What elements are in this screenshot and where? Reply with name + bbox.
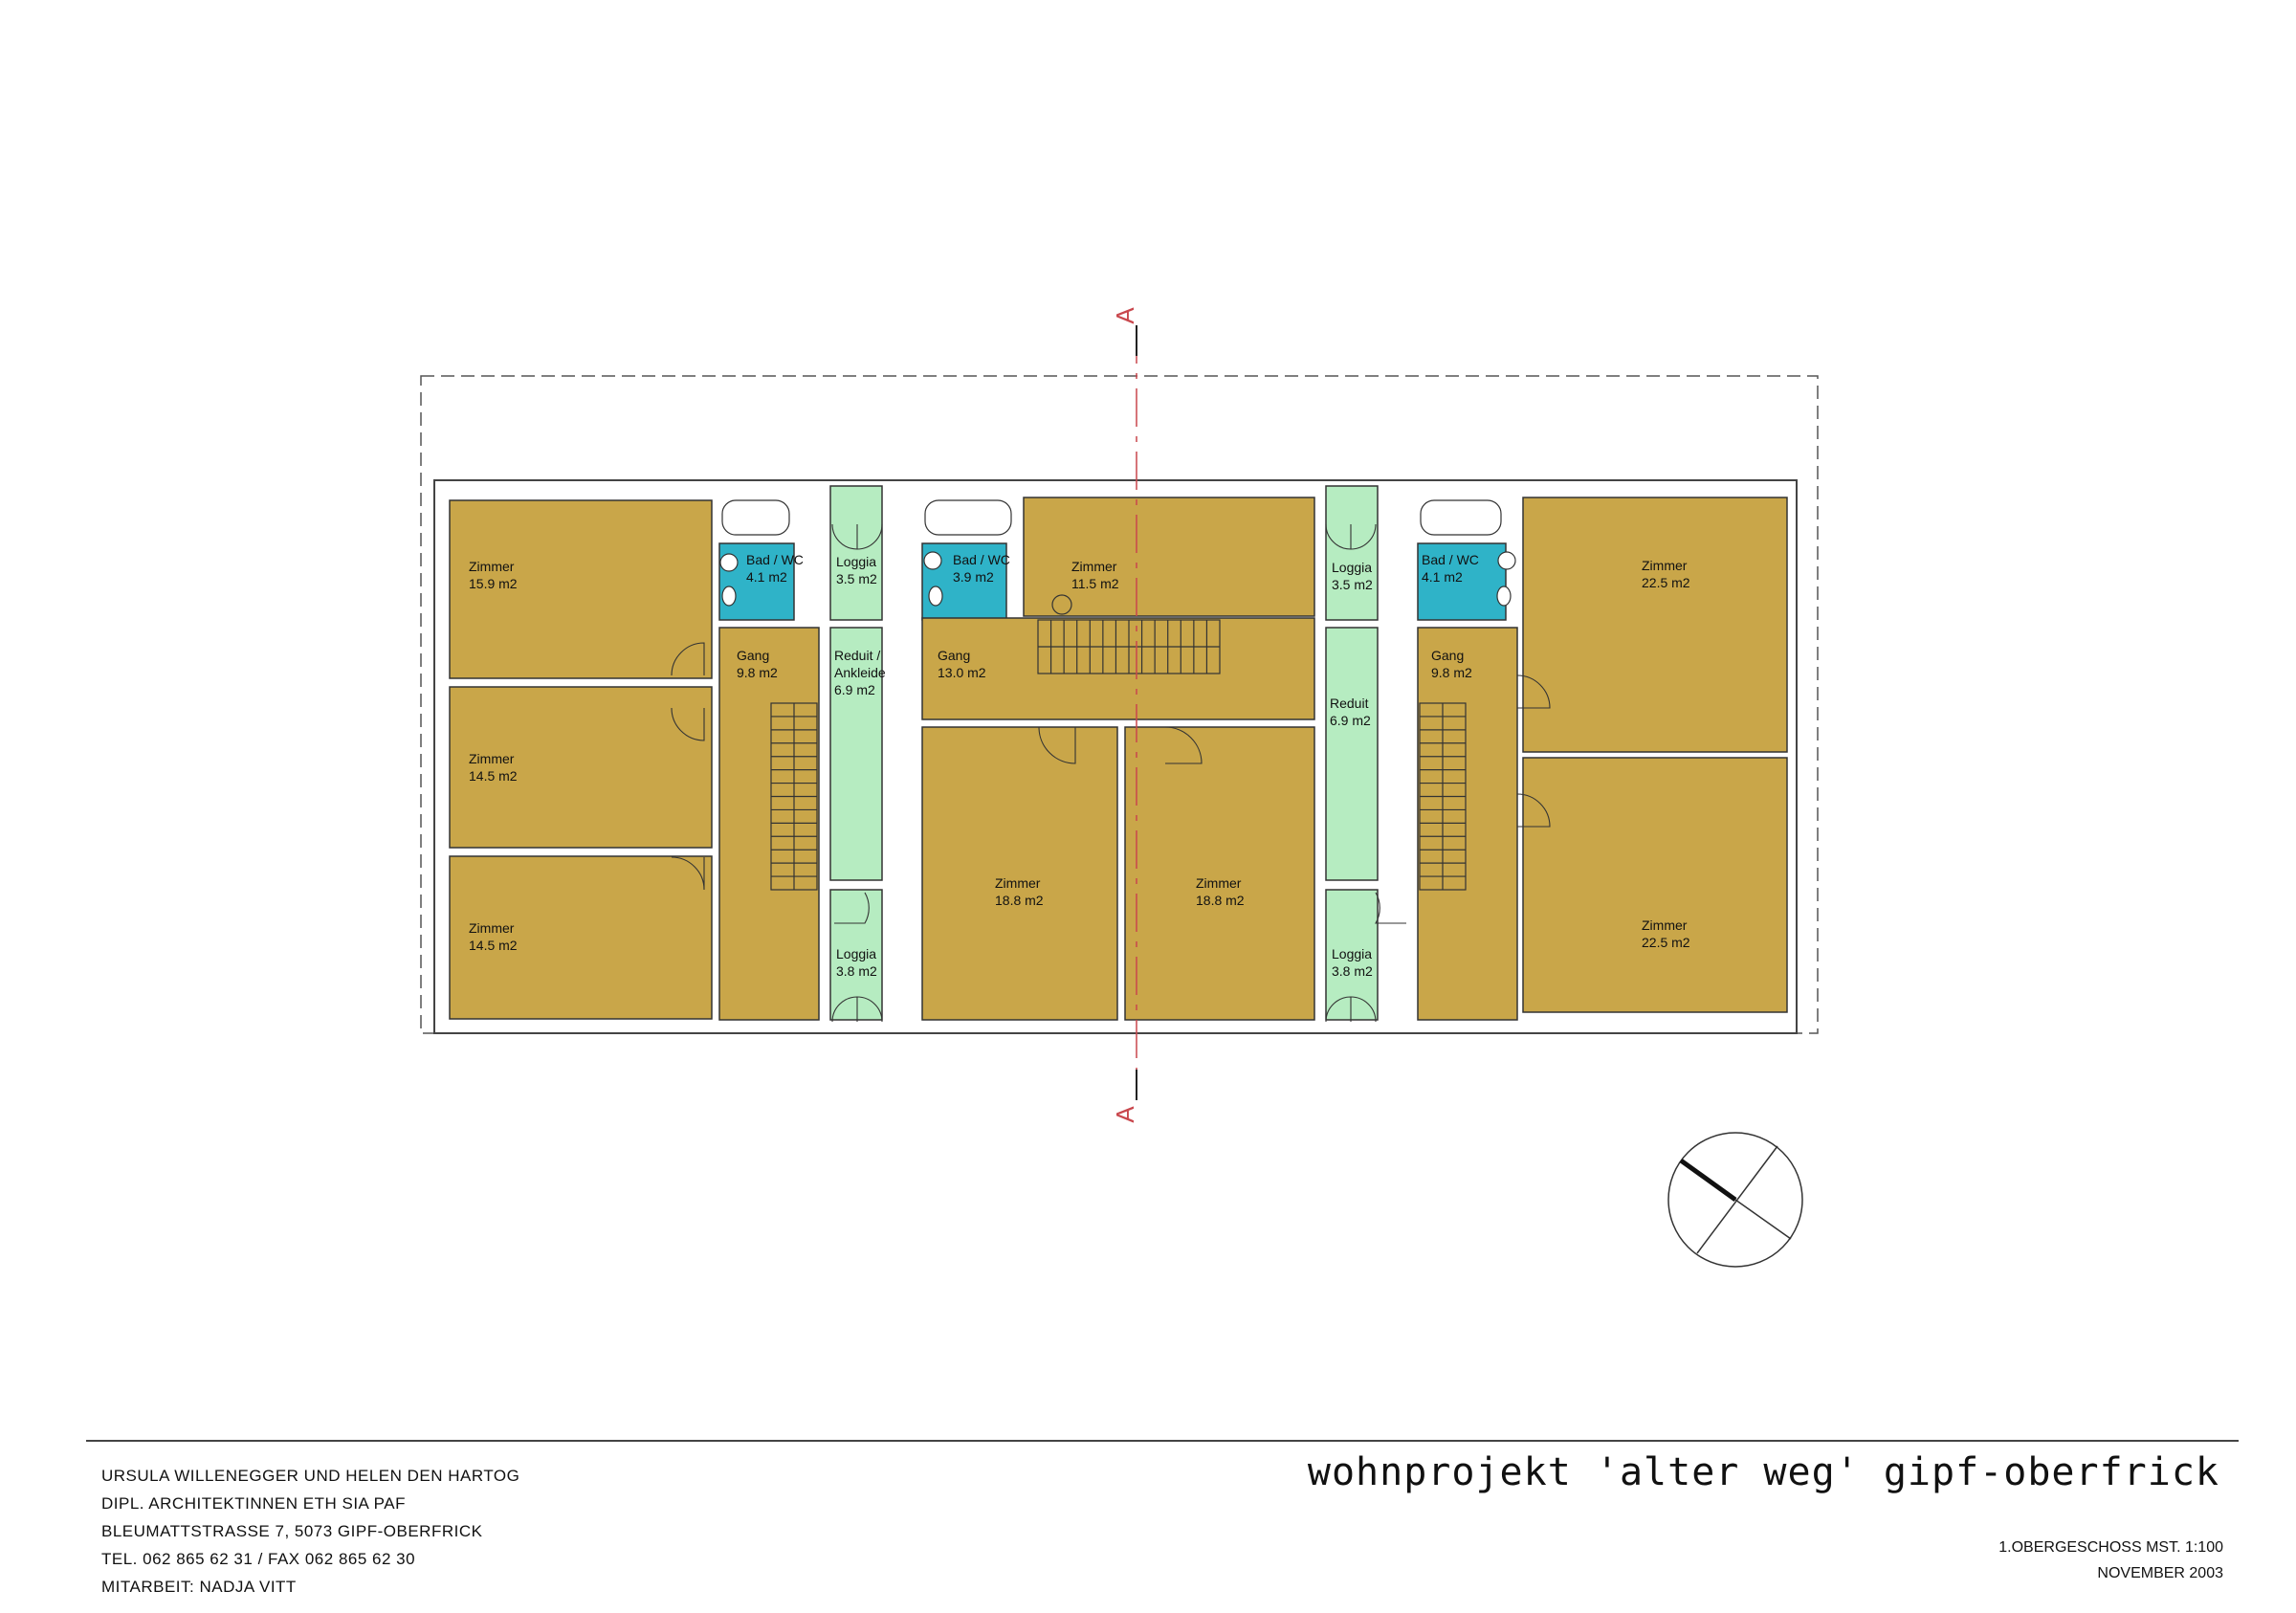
- room-area-label: 4.1 m2: [1422, 569, 1463, 585]
- room-name-label: Loggia: [836, 946, 876, 961]
- room-z5: [921, 726, 1118, 1021]
- room-labels: Zimmer 15.9 m2 Zimmer 14.5 m2 Zimmer 14.5 m2 B…: [469, 552, 1690, 979]
- room-area-label: 3.8 m2: [1332, 963, 1373, 979]
- room-z7: [1522, 497, 1788, 753]
- door-swings: [671, 523, 1551, 1023]
- room-name-label: Bad / WC: [953, 552, 1010, 567]
- room-reduit2: [1325, 627, 1379, 881]
- firm-line: TEL. 062 865 62 31 / FAX 062 865 62 30: [101, 1550, 416, 1568]
- room-area-label: 11.5 m2: [1071, 576, 1119, 591]
- room-name-label: Loggia: [836, 554, 876, 569]
- room-area-label: 3.5 m2: [1332, 577, 1373, 592]
- north-arrow-icon: [1667, 1132, 1803, 1268]
- room-gang3: [1417, 627, 1518, 1021]
- room-gang1: [718, 627, 820, 1021]
- room-name-label: Loggia: [1332, 946, 1372, 961]
- firm-line: BLEUMATTSTRASSE 7, 5073 GIPF-OBERFRICK: [101, 1522, 483, 1540]
- room-name-label: Zimmer: [995, 875, 1041, 891]
- room-area-label: 18.8 m2: [1196, 893, 1245, 908]
- room-area-label: 3.9 m2: [953, 569, 994, 585]
- firm-line: MITARBEIT: NADJA VITT: [101, 1578, 297, 1596]
- staircase-right: [1419, 702, 1467, 891]
- room-area-label: 4.1 m2: [746, 569, 787, 585]
- room-loggia4: [1325, 889, 1379, 1021]
- room-area-label: 3.5 m2: [836, 571, 877, 586]
- room-area-label: 9.8 m2: [1431, 665, 1472, 680]
- washbasin-icon: [719, 551, 1516, 572]
- room-area-label: 13.0 m2: [938, 665, 986, 680]
- room-area-label: 22.5 m2: [1642, 575, 1690, 590]
- room-loggia3: [1325, 485, 1379, 621]
- staircase-left: [770, 702, 818, 891]
- section-marker-bottom: A: [1111, 1106, 1139, 1123]
- room-area-label: 15.9 m2: [469, 576, 518, 591]
- room-area-label: 9.8 m2: [737, 665, 778, 680]
- architect-block: URSULA WILLENEGGER UND HELEN DEN HARTOG …: [101, 1462, 519, 1601]
- drawing-meta: 1.OBERGESCHOSS MST. 1:100 NOVEMBER 2003: [1998, 1535, 2223, 1586]
- footer-rule: [86, 1440, 2239, 1442]
- room-z2: [449, 686, 713, 849]
- room-name-label: Loggia: [1332, 560, 1372, 575]
- room-area-label: 3.8 m2: [836, 963, 877, 979]
- project-title: wohnprojekt 'alter weg' gipf-oberfrick: [1307, 1450, 2219, 1494]
- drawing-label: 1.OBERGESCHOSS MST. 1:100: [1998, 1539, 2223, 1556]
- room-z3: [449, 855, 713, 1020]
- room-name-label: Zimmer: [469, 920, 515, 936]
- room-name-label: Zimmer: [1071, 559, 1117, 574]
- chimney-icon: [1051, 594, 1072, 615]
- room-name-label: Zimmer: [469, 751, 515, 766]
- room-name-label: Gang: [938, 648, 970, 663]
- drawing-date: NOVEMBER 2003: [2097, 1565, 2223, 1581]
- rooms-layer: [449, 485, 1788, 1021]
- room-name-label: Gang: [1431, 648, 1464, 663]
- room-name-label: Reduit /: [834, 648, 880, 663]
- room-gang2: [921, 617, 1315, 720]
- room-name-label: Gang: [737, 648, 769, 663]
- room-loggia1: [829, 485, 883, 621]
- room-area-label: 14.5 m2: [469, 768, 518, 784]
- room-name-label: Zimmer: [1196, 875, 1242, 891]
- room-reduit1: [829, 627, 883, 881]
- room-area-label: 14.5 m2: [469, 938, 518, 953]
- room-area-label: 6.9 m2: [834, 682, 875, 697]
- room-name-label: Zimmer: [1642, 917, 1688, 933]
- toilet-icon: [721, 586, 1512, 607]
- room-name-label: Zimmer: [469, 559, 515, 574]
- room-z8: [1522, 757, 1788, 1013]
- firm-line: DIPL. ARCHITEKTINNEN ETH SIA PAF: [101, 1494, 406, 1513]
- section-marker-top: A: [1111, 307, 1139, 324]
- firm-line: URSULA WILLENEGGER UND HELEN DEN HARTOG: [101, 1467, 520, 1485]
- room-loggia2: [829, 889, 883, 1021]
- room-name-label: Bad / WC: [746, 552, 804, 567]
- room-name-label: Bad / WC: [1422, 552, 1479, 567]
- bathtub-icon: [721, 499, 1502, 536]
- staircase-middle: [1037, 619, 1221, 674]
- room-name-label: Zimmer: [1642, 558, 1688, 573]
- room-z1: [449, 499, 713, 679]
- room-bad3: [1417, 542, 1507, 621]
- room-name-label: Ankleide: [834, 665, 886, 680]
- room-area-label: 22.5 m2: [1642, 935, 1690, 950]
- room-area-label: 6.9 m2: [1330, 713, 1371, 728]
- room-z6: [1124, 726, 1315, 1021]
- room-z4: [1023, 497, 1315, 617]
- room-area-label: 18.8 m2: [995, 893, 1044, 908]
- room-name-label: Reduit: [1330, 696, 1369, 711]
